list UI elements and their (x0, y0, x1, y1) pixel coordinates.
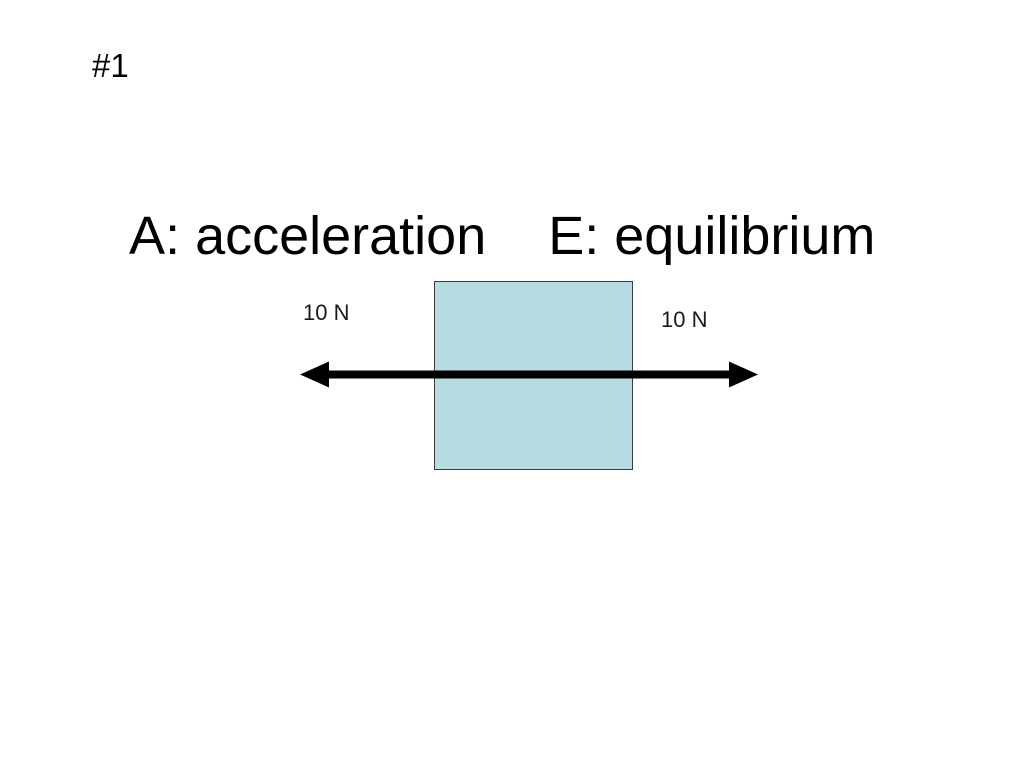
force-arrow-double-headed (300, 360, 758, 390)
question-number: #1 (92, 47, 129, 84)
answer-choices-line: A: acceleration E: equilibrium (72, 152, 972, 320)
force-arrow-icon (300, 361, 758, 388)
answer-choice-a: A: acceleration (129, 206, 487, 267)
answer-choice-e: E: equilibrium (548, 206, 876, 267)
